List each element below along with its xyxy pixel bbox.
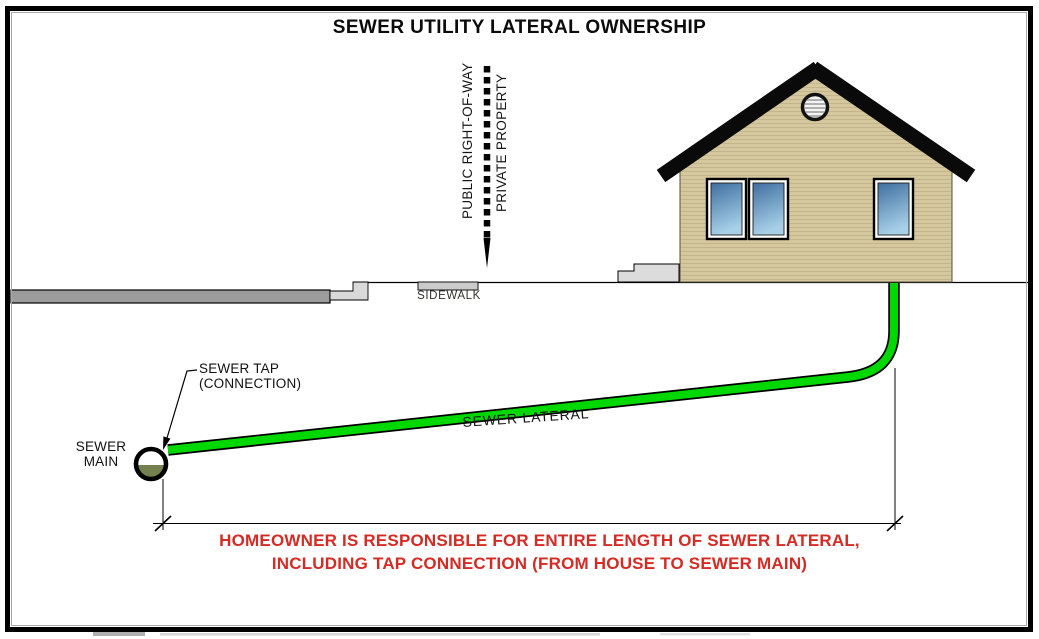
sewer-tap-label-line1: SEWER TAP bbox=[199, 361, 280, 376]
sewer-main-label-line1: SEWER bbox=[75, 439, 127, 454]
sewer-main-label: SEWER MAIN bbox=[58, 439, 144, 469]
window-left bbox=[705, 177, 748, 241]
responsibility-note-line1: HOMEOWNER IS RESPONSIBLE FOR ENTIRE LENG… bbox=[219, 531, 860, 550]
property-line-arrow-icon bbox=[483, 238, 491, 268]
public-right-of-way-label: PUBLIC RIGHT-OF-WAY bbox=[460, 62, 475, 219]
sewer-tap-arrow-icon bbox=[163, 436, 171, 450]
window-right bbox=[872, 177, 915, 241]
sewer-main-label-line2: MAIN bbox=[83, 453, 119, 469]
sewer-tap-label: SEWER TAP (CONNECTION) bbox=[199, 361, 302, 391]
responsibility-note-line2: INCLUDING TAP CONNECTION (FROM HOUSE TO … bbox=[271, 553, 808, 573]
sidewalk-label: SIDEWALK bbox=[417, 290, 481, 302]
house-steps bbox=[617, 263, 680, 283]
private-property-label: PRIVATE PROPERTY bbox=[494, 73, 509, 212]
responsibility-note: HOMEOWNER IS RESPONSIBLE FOR ENTIRE LENG… bbox=[50, 530, 1029, 575]
sewer-tap-label-line2: (CONNECTION) bbox=[199, 375, 302, 391]
sewer-main-pipe bbox=[133, 446, 169, 482]
sewer-tap-leader-line bbox=[166, 369, 198, 439]
window-middle bbox=[747, 177, 790, 241]
street-curb bbox=[329, 281, 369, 301]
dimension-lines bbox=[153, 368, 904, 532]
sewer-lateral-pipe bbox=[167, 283, 898, 454]
roof-left bbox=[656, 61, 823, 183]
sidewalk-slab bbox=[417, 281, 479, 291]
gable-vent-icon bbox=[800, 92, 830, 122]
street-surface bbox=[10, 289, 331, 304]
page-title: SEWER UTILITY LATERAL OWNERSHIP bbox=[332, 17, 707, 38]
scan-artifacts bbox=[93, 632, 750, 636]
roof-right bbox=[808, 61, 976, 183]
